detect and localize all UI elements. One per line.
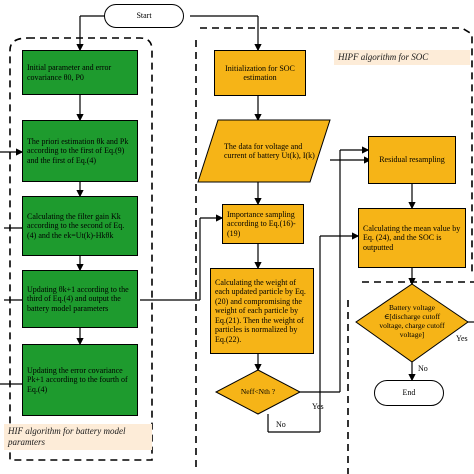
importance-sampling-box: Importance sampling according to Eq.(16)… — [222, 204, 304, 244]
neff-decision — [214, 369, 302, 415]
mean-value-box: Calculating the mean value by Eq. (24), … — [358, 208, 466, 268]
green-box-priori: The priori estimation θk and Pk accordin… — [22, 120, 138, 182]
end-node: End — [374, 380, 444, 406]
green-box-init: Initial parameter and error covariance θ… — [22, 50, 138, 95]
neff-no-label: No — [276, 420, 286, 429]
hif-region — [9, 37, 153, 461]
init-soc-box: Initialization for SOC estimation — [214, 50, 306, 96]
start-node: Start — [104, 4, 184, 28]
weights-box: Calculating the weight of each updated p… — [210, 268, 314, 354]
data-input-label: The data for voltage and current of batt… — [224, 141, 315, 161]
end-region — [347, 281, 474, 474]
residual-resampling-box: Residual resampling — [368, 136, 456, 184]
green-box-gain: Calculating the filter gain Kk according… — [22, 196, 138, 256]
green-box-covariance: Updating the error covariance Pk+1 accor… — [22, 344, 138, 416]
hif-region-label: HIF algorithm for battery model paramter… — [4, 424, 152, 450]
data-input-shape — [197, 119, 331, 183]
voltage-no-label: No — [418, 364, 428, 373]
voltage-decision-label: Battery voltage ∈[discharge cutoff volta… — [379, 303, 445, 339]
neff-yes-label: Yes — [312, 402, 324, 411]
voltage-decision — [355, 283, 469, 363]
green-box-update: Updating θk+1 according to the third of … — [22, 270, 138, 328]
hipf-region-label: HIPF algorithm for SOC — [334, 50, 470, 65]
hipf-region — [200, 27, 473, 274]
neff-decision-label: Neff<Nth ? — [240, 387, 276, 396]
voltage-yes-label: Yes — [456, 334, 468, 343]
